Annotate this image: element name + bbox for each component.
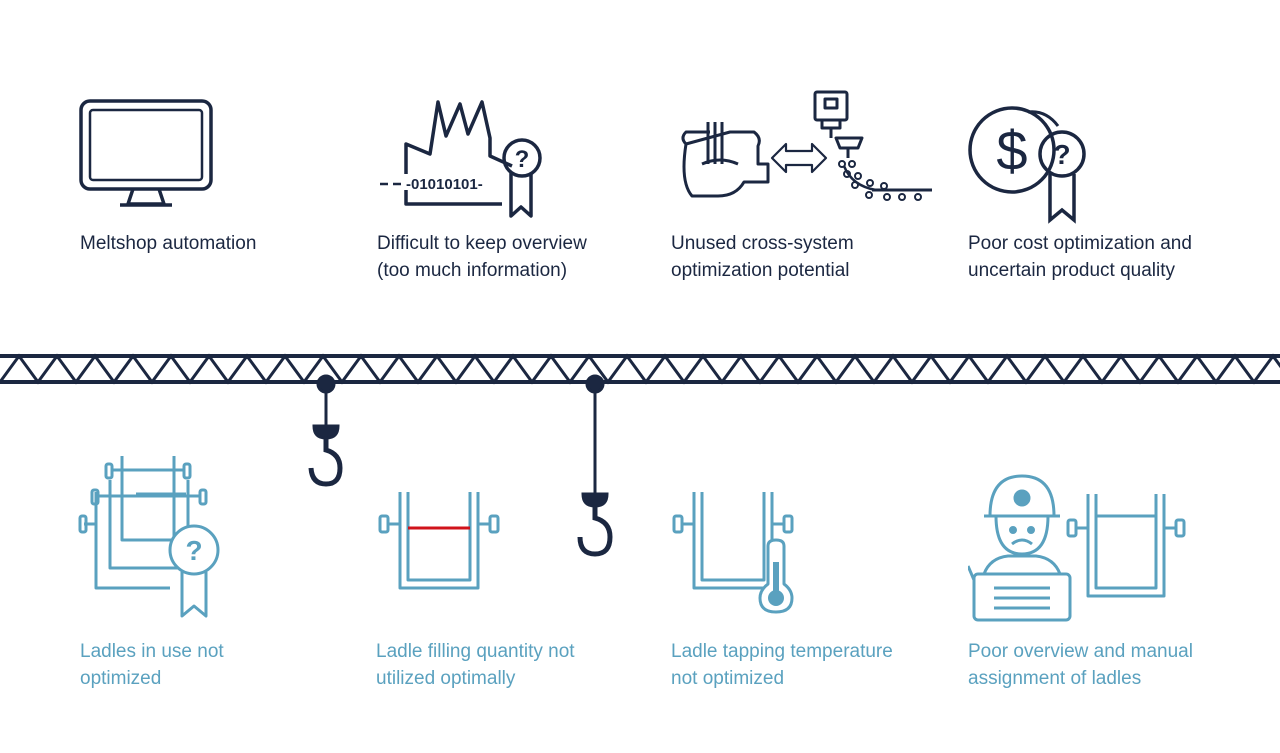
badge-question-mark: ? <box>1053 139 1070 170</box>
dollar-coin-icon: $ ? <box>968 106 1086 224</box>
badge-question-mark: ? <box>185 535 202 566</box>
binary-label: -01010101- <box>406 176 483 193</box>
badge-question-mark: ? <box>515 146 530 173</box>
crane-hook-1 <box>308 374 343 487</box>
dollar-sign: $ <box>996 119 1027 182</box>
crane-hook-2 <box>577 374 613 557</box>
crane-girder <box>0 353 1280 385</box>
factory-binary-icon: ? -01010101- <box>380 100 542 218</box>
monitor-icon <box>79 99 213 207</box>
ladle-thermometer-icon <box>672 492 794 614</box>
double-arrow-icon <box>770 142 828 174</box>
thermometer-column <box>773 562 779 594</box>
ladles-question-icon: ? <box>78 456 220 618</box>
crane-rail <box>0 353 1280 557</box>
worker-ladle-icon <box>968 474 1186 622</box>
truss-diagonals <box>0 353 1280 385</box>
furnace-caster-icon <box>681 90 932 201</box>
caption-difficult-overview: Difficult to keep overview(too much info… <box>377 233 587 281</box>
caption-meltshop-automation: Meltshop automation <box>80 233 257 254</box>
ladle-fill-line-icon <box>378 492 500 590</box>
